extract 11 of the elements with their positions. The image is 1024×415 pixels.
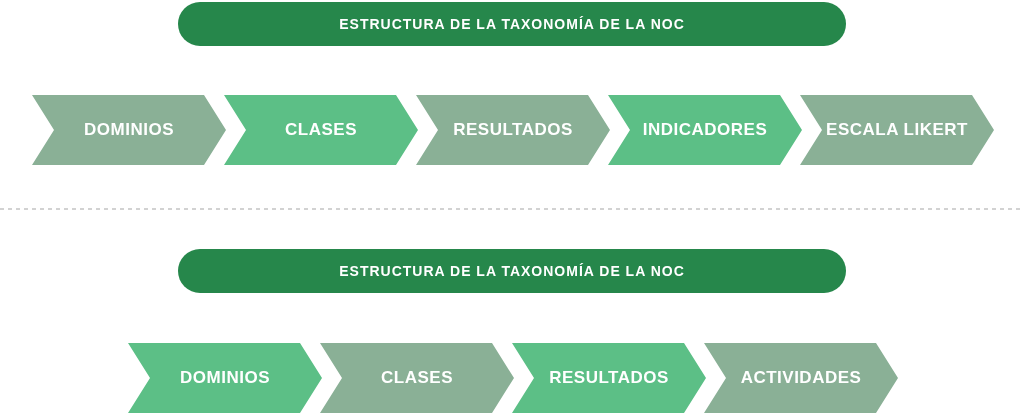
step-label: ACTIVIDADES bbox=[740, 368, 862, 388]
step-label: RESULTADOS bbox=[453, 120, 573, 140]
step-label: INDICADORES bbox=[642, 120, 768, 140]
title-banner: ESTRUCTURA DE LA TAXONOMÍA DE LA NOC bbox=[178, 249, 846, 293]
step-label: DOMINIOS bbox=[84, 120, 174, 140]
title-banner: ESTRUCTURA DE LA TAXONOMÍA DE LA NOC bbox=[178, 2, 846, 46]
step-label: DOMINIOS bbox=[180, 368, 270, 388]
step-label: CLASES bbox=[381, 368, 453, 388]
step-label: RESULTADOS bbox=[549, 368, 669, 388]
step-label: ESCALA LIKERT bbox=[826, 120, 968, 140]
step-label: CLASES bbox=[285, 120, 357, 140]
